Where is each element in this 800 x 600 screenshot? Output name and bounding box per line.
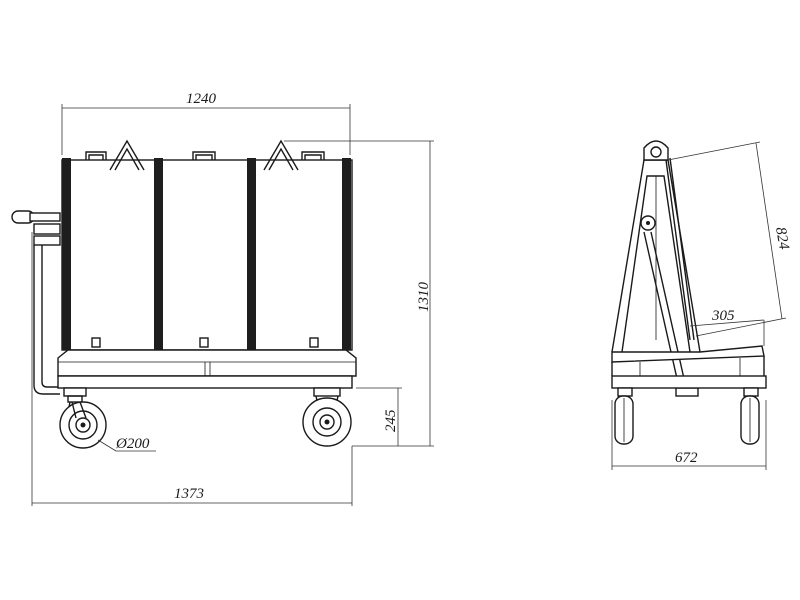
chassis xyxy=(57,349,357,377)
panel-side xyxy=(665,157,695,341)
dimension-label: 824 xyxy=(772,226,792,251)
side-wheel-left xyxy=(614,387,634,445)
fixed-caster xyxy=(302,387,352,447)
dimension-label: 1310 xyxy=(416,282,432,313)
dimension-total-height: 1310 xyxy=(284,140,434,447)
dimension-label: 1240 xyxy=(186,91,217,107)
strap xyxy=(154,158,163,350)
dimension-label: 672 xyxy=(675,450,698,466)
carry-handle xyxy=(85,151,107,160)
dimension-wheel-diameter: Ø200 xyxy=(97,436,156,452)
dimension-total-length: 1373 xyxy=(31,232,353,506)
base-platform xyxy=(611,345,765,363)
lift-eye xyxy=(263,139,299,171)
side-wheel-right xyxy=(740,387,760,445)
strap xyxy=(247,158,256,350)
strap xyxy=(62,158,71,350)
rack-body xyxy=(61,159,353,351)
swivel-caster xyxy=(59,387,107,449)
strap xyxy=(342,158,351,350)
dimension-side-width: 672 xyxy=(611,400,767,470)
dimension-base-depth: 305 xyxy=(689,308,765,346)
dimension-label: 305 xyxy=(711,308,735,324)
base-rail xyxy=(57,375,353,389)
front-view: 1240 1310 245 Ø200 1373 xyxy=(11,91,434,506)
carry-handle xyxy=(192,151,216,160)
dimension-label: 245 xyxy=(383,409,399,432)
dimension-label: 1373 xyxy=(174,486,204,502)
dimension-deck-height: 245 xyxy=(356,387,402,446)
carry-handle xyxy=(301,151,325,160)
dimension-label: Ø200 xyxy=(115,436,150,452)
lever xyxy=(643,231,688,393)
side-view: 824 305 672 xyxy=(611,140,792,470)
dimension-frame-depth: 824 xyxy=(667,141,792,337)
dimension-top-width: 1240 xyxy=(61,91,351,155)
lift-eye xyxy=(109,139,145,171)
push-handle xyxy=(11,210,61,395)
base-rail xyxy=(611,375,767,389)
lift-eye xyxy=(643,140,669,161)
